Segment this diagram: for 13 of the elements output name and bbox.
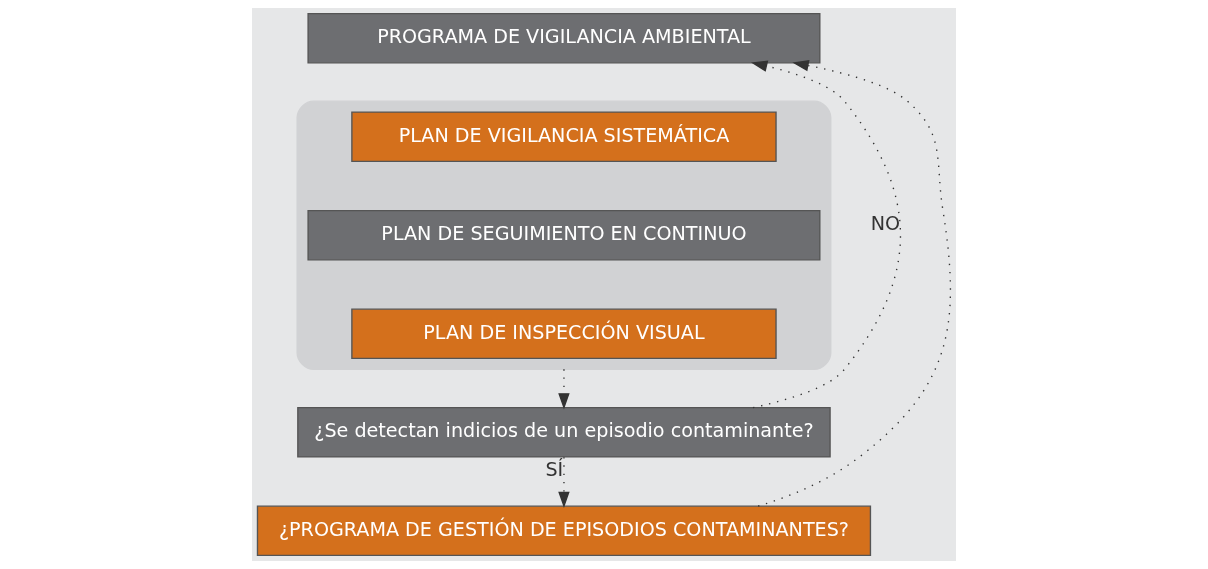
node-box: ¿PROGRAMA DE GESTIÓN DE EPISODIOS CONTAMINANTES? [256, 505, 872, 557]
node-box: ¿Se detectan indicios de un episodio contaminante? [297, 406, 831, 458]
edge-label: NO [870, 212, 901, 236]
node-box: PLAN DE SEGUIMIENTO EN CONTINUO [307, 209, 821, 261]
arrow [757, 59, 952, 507]
edge-label: SÍ [545, 458, 564, 482]
arrow [558, 368, 570, 410]
arrow [750, 60, 902, 409]
node-box: PROGRAMA DE VIGILANCIA AMBIENTAL [307, 12, 821, 64]
node-box: PLAN DE VIGILANCIA SISTEMÁTICA [351, 111, 777, 163]
node-box: PLAN DE INSPECCIÓN VISUAL [351, 308, 777, 360]
arrow [558, 456, 570, 509]
cluster [296, 100, 832, 370]
